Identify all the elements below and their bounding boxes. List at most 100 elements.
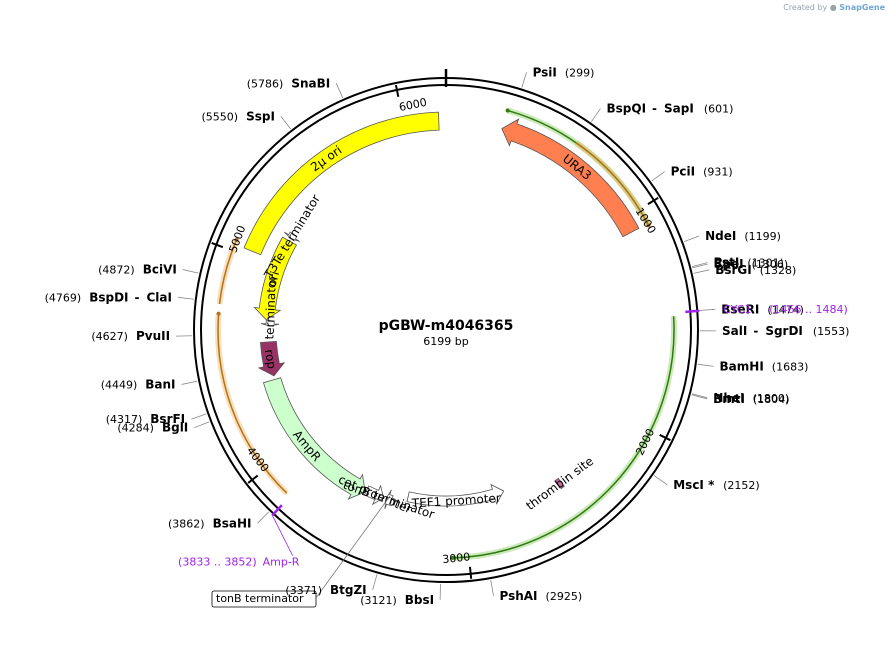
site-name: BciVI [143,263,177,277]
site-leader [653,475,668,486]
restriction-site: BseRI [721,302,759,316]
site-sep: - [753,324,758,338]
feature-shape [363,484,385,506]
site-position: (3371) [285,584,322,597]
site-name: BglI [162,421,188,435]
tick-mark [468,566,473,579]
restriction-site: SspI [246,109,275,123]
site-position: (1328) [760,264,797,277]
site-leader [257,511,269,524]
primer-range: (3833 .. 3852) [178,556,257,569]
orf-arrowhead [234,237,239,242]
site-leader [683,235,700,242]
feature-shape [501,118,640,238]
orf-arc [217,313,288,494]
restriction-site: PvuII [136,329,170,343]
feature-label: TEF1 promoter [410,491,501,510]
site-sep: - [652,102,657,116]
orf-arc [452,316,675,559]
restriction-site: BsrFI [150,412,185,426]
site-position: (1804) [753,393,790,406]
tick-mark [247,474,259,484]
tick-mark [394,84,400,98]
primer-name: CYC1 [723,303,751,316]
restriction-site: BsaHI [213,516,252,530]
site-name: BsrGI [715,263,752,277]
site-position: (1306) [752,258,789,271]
restriction-site: BglI [162,421,188,435]
site-position: (4627) [91,330,128,343]
site-sep: - [135,290,140,304]
orf-arrowhead [505,108,510,113]
site-leader [191,413,207,420]
site-position: (1301) [747,257,784,270]
site-position: (4317) [106,413,143,426]
site-name-2: ClaI [147,290,172,304]
site-position: (1800) [753,392,790,405]
snapgene-credit: Created by ● SnapGene [783,3,885,12]
site-name: SspI [246,109,275,123]
restriction-site: PshAI [500,589,538,603]
site-position: (1474) [767,303,804,316]
site-leader [697,363,714,367]
snapgene-logo-icon: ● [829,3,837,12]
tick-mark [211,242,224,249]
site-leader [335,83,344,99]
site-name: PvuII [136,329,170,343]
site-leader [521,72,527,88]
site-leader [591,108,601,122]
primer-leader [271,515,293,556]
site-name: PstI [713,256,739,270]
site-leader [691,394,708,400]
site-name: BbsI [405,593,434,607]
site-name: NdeI [705,229,736,243]
site-leader [372,574,378,590]
restriction-site: BmtI [713,392,745,406]
restriction-site: BspDI [89,290,128,304]
restriction-site: BciVI [143,263,177,277]
site-position: (4449) [101,378,138,391]
orf-layer [215,107,678,561]
site-layer: PsiIBspQIPciINdeIPstISpeIBsrGIBseRISalIB… [45,65,850,607]
plasmid-length: 6199 bp [423,335,468,348]
site-leader [692,263,708,269]
orf-arrowhead [646,223,651,228]
feature-shape [406,483,505,507]
site-position: (5550) [202,110,239,123]
site-position: (5786) [247,77,284,90]
site-leader [177,296,194,300]
primer-name: Amp-R [263,556,300,569]
tick-mark [659,433,671,442]
site-name: BtgZI [330,583,367,597]
site-position: (3121) [360,594,397,607]
site-leader [490,579,494,596]
site-position: (3862) [168,517,205,530]
tick-label: 5000 [226,224,248,255]
site-position: (2925) [546,590,583,603]
center-layer: pGBW-m4046365 6199 bp [379,318,514,348]
site-name: BspQI [606,102,646,116]
restriction-site: BsrGI [715,263,752,277]
site-name: SnaBI [291,76,330,90]
restriction-site: PstI [713,256,739,270]
restriction-site: BbsI [405,593,434,607]
site-name: PciI [671,165,696,179]
site-leader [194,421,210,429]
feature-shape [253,236,297,321]
site-leader [280,116,292,130]
restriction-site: PsiI [533,65,557,79]
site-name: NheI [713,391,744,405]
site-name: BseRI [721,302,759,316]
site-position: (2152) [723,479,760,492]
plasmid-name: pGBW-m4046365 [379,318,514,334]
site-leader [699,308,716,311]
restriction-site: BamHI [720,359,764,373]
tick-label: 6000 [398,96,428,114]
feature-shape [257,340,286,377]
site-name: BamHI [720,359,764,373]
restriction-site: SnaBI [291,76,330,90]
tonb-label: tonB terminator [216,592,304,605]
site-position: (1683) [772,360,809,373]
feature-label: rop [262,348,279,370]
